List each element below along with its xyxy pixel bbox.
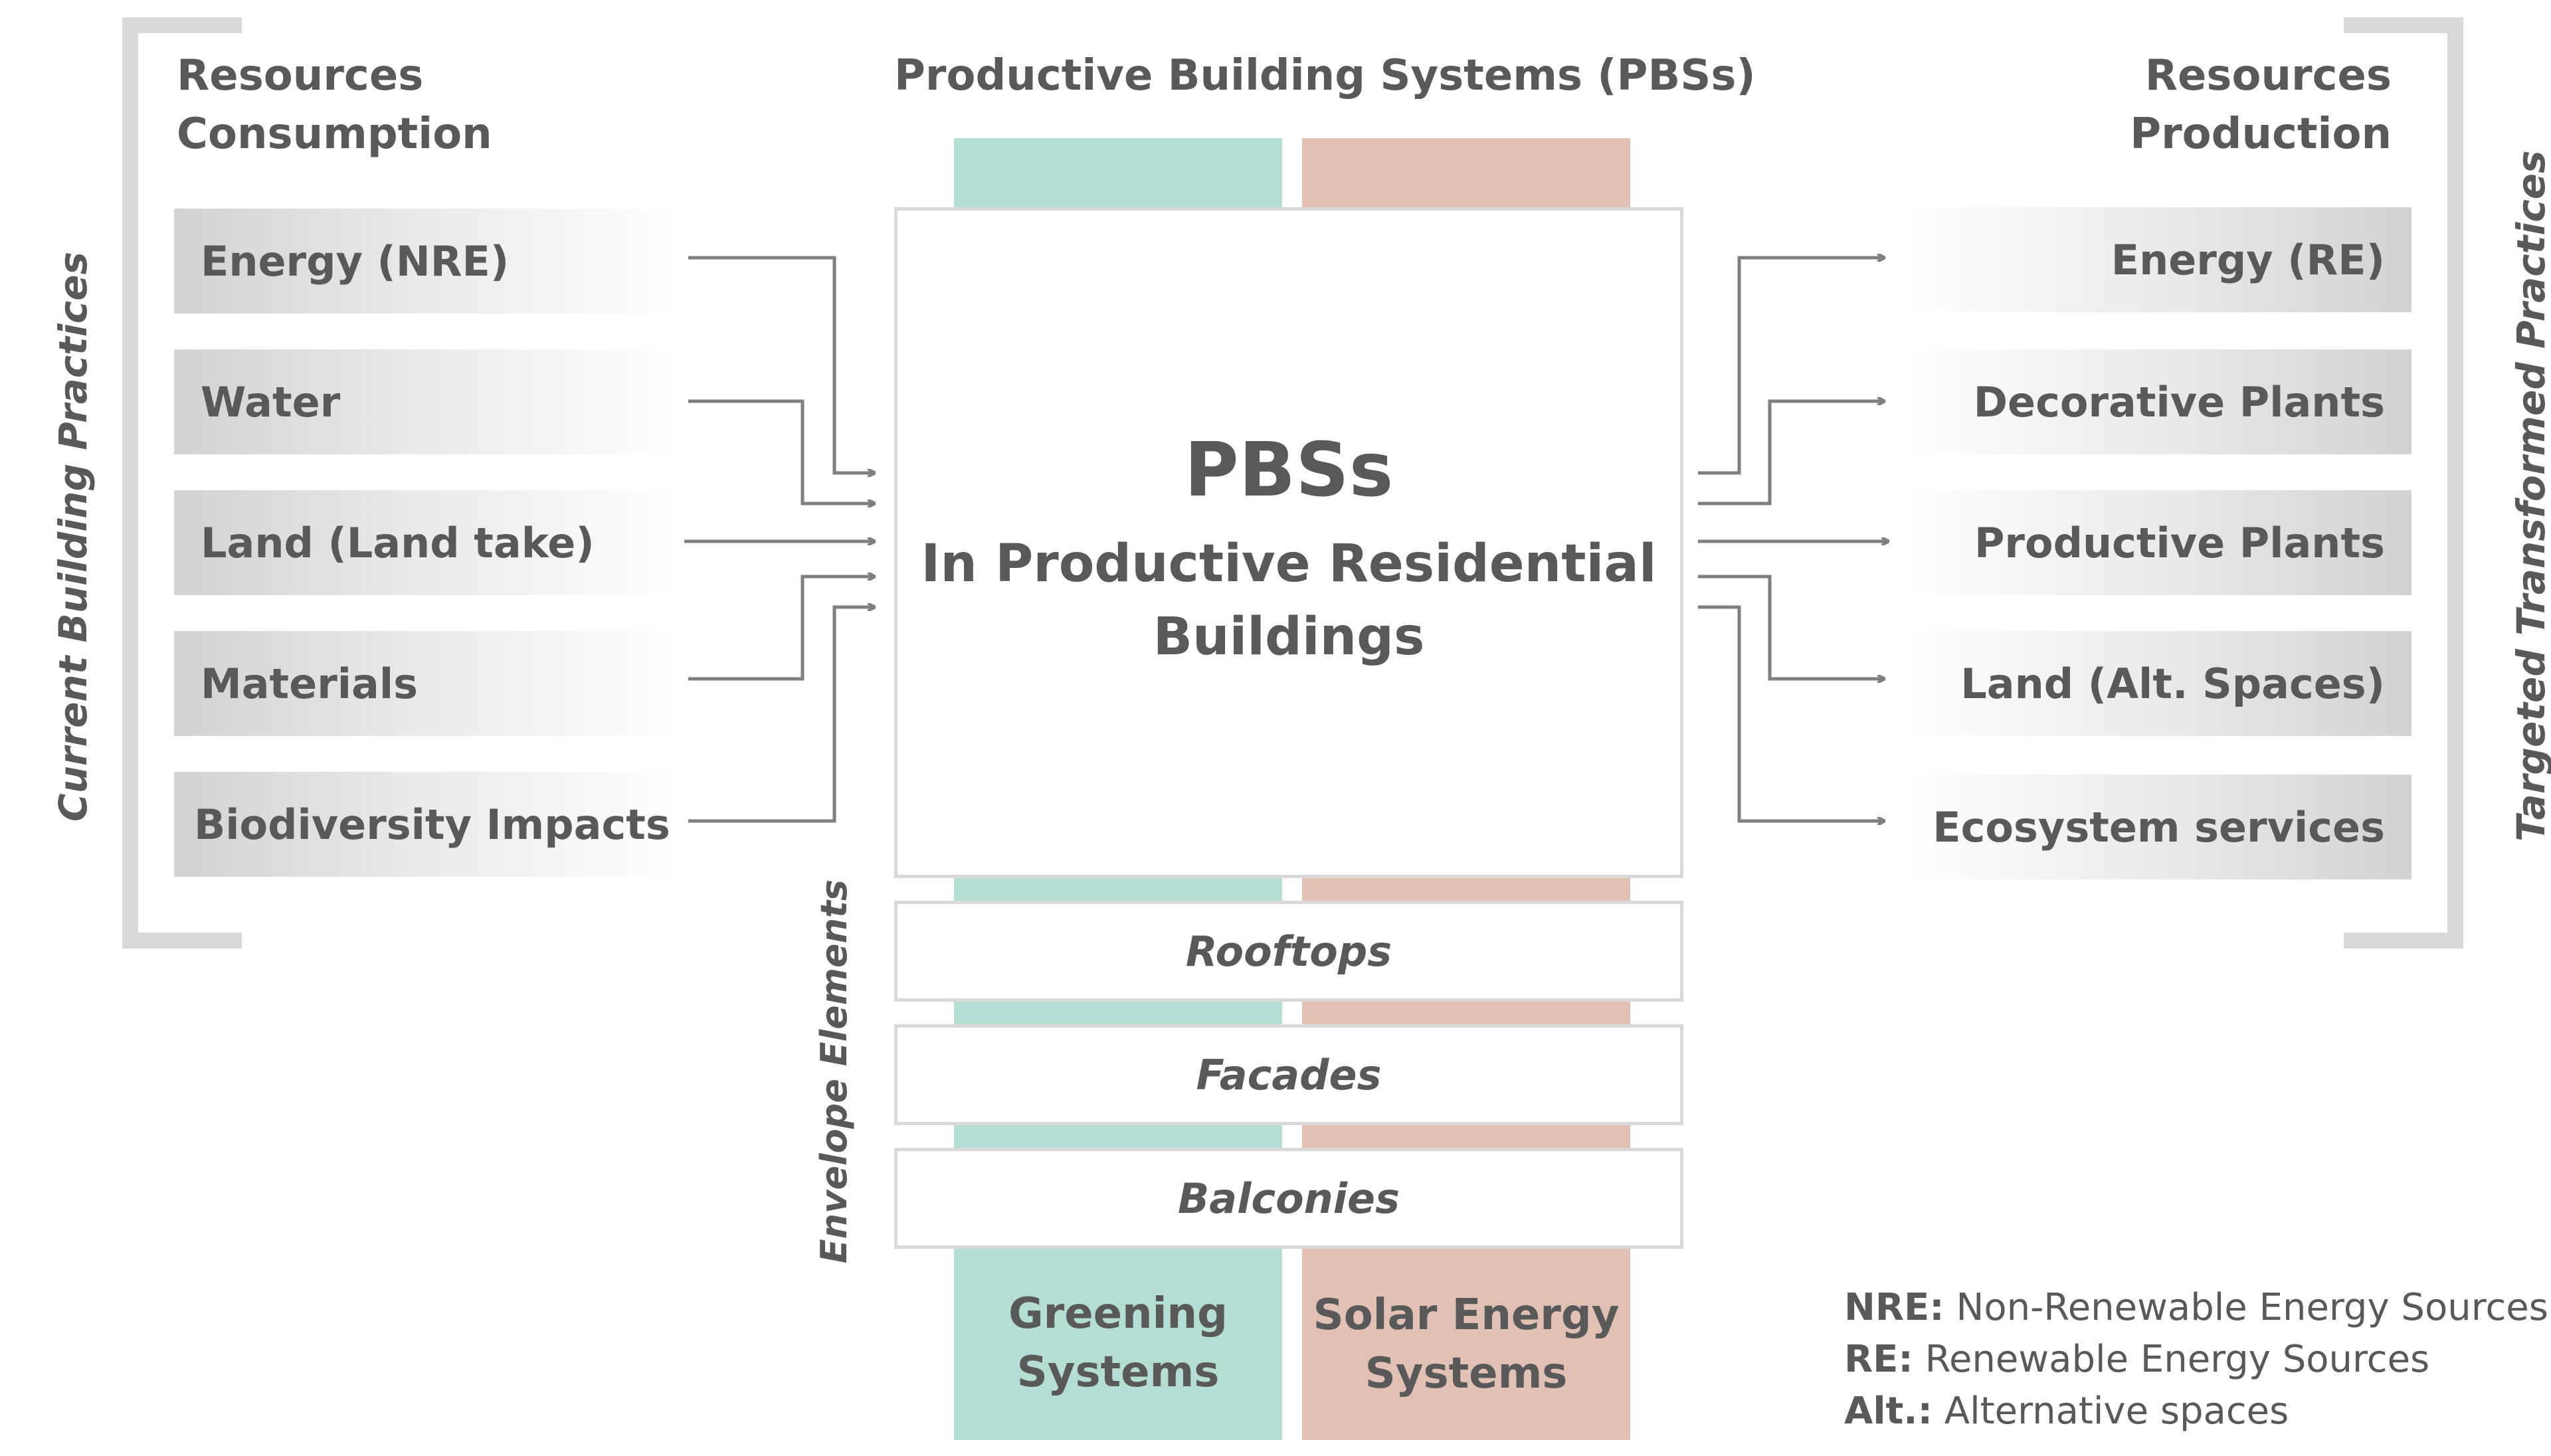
legend-nre-definition: Non-Renewable Energy Sources (1944, 1286, 2548, 1329)
title-left-line-2: Consumption (177, 110, 492, 159)
arrow-energy-out (1698, 258, 1884, 475)
envelope-rooftops: Rooftops (894, 901, 1683, 1002)
title-pbs: Productive Building Systems (PBSs) (894, 51, 1756, 100)
title-resources-production: Resources Production (2126, 46, 2392, 163)
envelope-facades: Facades (894, 1024, 1683, 1125)
consumption-materials: Materials (174, 631, 679, 736)
consumption-water-label: Water (201, 377, 341, 426)
greening-line-2: Systems (1016, 1348, 1220, 1397)
arrow-water-in (688, 399, 874, 503)
legend-nre: NRE: Non-Renewable Energy Sources (1844, 1282, 2548, 1334)
production-ecosystem-label: Ecosystem services (1933, 802, 2385, 852)
pbs-subtitle-line-2: Buildings (1153, 607, 1425, 667)
arrow-decorative-out (1698, 401, 1884, 505)
arrow-ecosystem-out (1698, 605, 1884, 821)
greening-systems-label: Greening Systems (954, 1285, 1282, 1402)
arrow-materials-in (688, 577, 874, 681)
consumption-land-label: Land (Land take) (201, 518, 595, 567)
legend-re-term: RE: (1844, 1338, 1913, 1381)
production-productive-plants: Productive Plants (1907, 490, 2411, 595)
legend-re: RE: Renewable Energy Sources (1844, 1334, 2429, 1386)
greening-line-1: Greening (1008, 1289, 1228, 1338)
production-energy: Energy (RE) (1907, 207, 2411, 312)
legend-re-definition: Renewable Energy Sources (1913, 1338, 2430, 1381)
production-land-label: Land (Alt. Spaces) (1960, 659, 2385, 708)
production-energy-label: Energy (RE) (2111, 235, 2385, 284)
solar-systems-label: Solar Energy Systems (1302, 1286, 1630, 1403)
label-current-practices: Current Building Practices (50, 252, 96, 822)
output-arrows (1698, 258, 1888, 821)
production-decorative-plants-label: Decorative Plants (1973, 377, 2385, 426)
consumption-land: Land (Land take) (174, 490, 679, 595)
title-left-line-1: Resources (177, 51, 424, 100)
title-right-line-2: Production (2130, 110, 2392, 159)
production-ecosystem: Ecosystem services (1907, 774, 2411, 879)
label-envelope-elements: Envelope Elements (813, 879, 855, 1264)
pbs-subtitle-line-1: In Productive Residential (921, 534, 1657, 594)
arrow-land-out (1698, 575, 1884, 679)
right-bracket (2344, 17, 2463, 949)
envelope-balconies: Balconies (894, 1148, 1683, 1249)
consumption-water: Water (174, 349, 679, 454)
consumption-biodiversity: Biodiversity Impacts (174, 772, 679, 877)
consumption-energy-label: Energy (NRE) (201, 236, 510, 286)
pbs-heading: PBSs (1184, 427, 1394, 513)
consumption-energy: Energy (NRE) (174, 209, 679, 314)
consumption-materials-label: Materials (201, 659, 419, 708)
legend-alt-term: Alt.: (1844, 1390, 1933, 1433)
legend-alt: Alt.: Alternative spaces (1844, 1386, 2289, 1437)
consumption-biodiversity-label: Biodiversity Impacts (194, 800, 670, 849)
production-productive-plants-label: Productive Plants (1974, 518, 2385, 567)
arrow-biodiversity-in (688, 607, 874, 823)
solar-line-2: Systems (1365, 1349, 1568, 1398)
pbs-subtitle: In Productive Residential Buildings (894, 527, 1683, 674)
production-land: Land (Alt. Spaces) (1907, 631, 2411, 736)
left-bracket (122, 17, 242, 949)
legend-alt-definition: Alternative spaces (1932, 1390, 2289, 1433)
arrow-energy-in (688, 256, 874, 473)
pbs-main-box (894, 207, 1683, 878)
label-targeted-practices: Targeted Transformed Practices (2508, 150, 2551, 842)
title-resources-consumption: Resources Consumption (177, 46, 492, 163)
solar-line-1: Solar Energy (1313, 1291, 1620, 1340)
production-decorative-plants: Decorative Plants (1907, 349, 2411, 454)
title-right-line-1: Resources (2144, 51, 2392, 100)
legend-nre-term: NRE: (1844, 1286, 1944, 1329)
input-arrows (684, 256, 874, 823)
